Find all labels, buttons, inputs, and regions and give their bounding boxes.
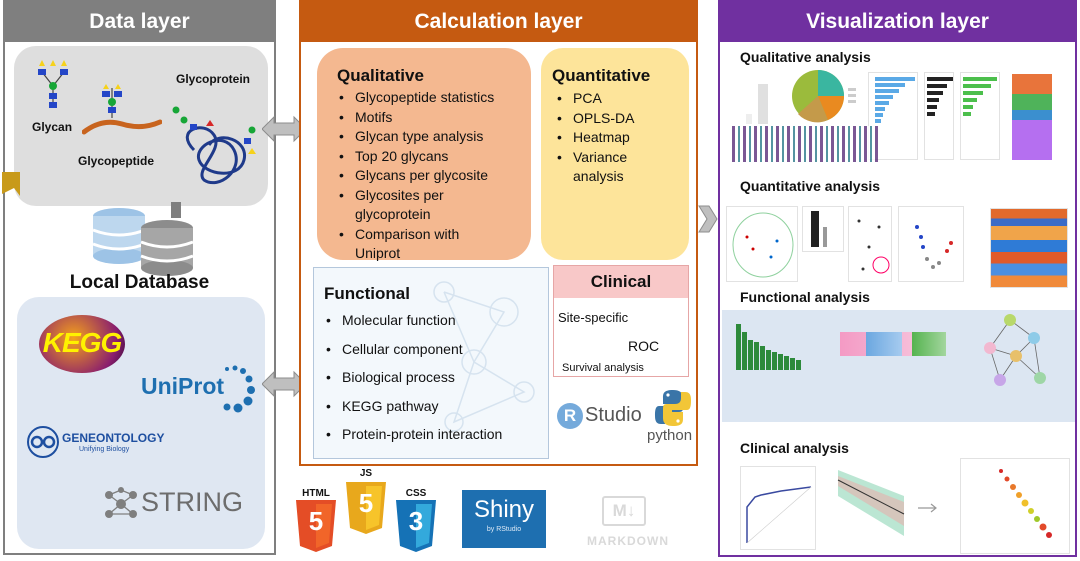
clin-survival-thumbnail (837, 470, 905, 536)
list-item: Motifs (333, 108, 529, 128)
chevron-right-icon (698, 205, 718, 233)
double-arrow-top-icon (262, 115, 306, 143)
site-specific-label: Site-specific (558, 310, 629, 325)
glycoprotein-label: Glycoprotein (176, 72, 251, 86)
css3-shield-icon (396, 500, 436, 552)
clinical-box: Clinical Site-specific ROC Survival anal… (553, 265, 689, 377)
qual-hbar-green-thumbnail (960, 72, 1000, 160)
kegg-text: KEGG (42, 327, 122, 358)
list-item: Glycosites per glycoprotein (333, 186, 478, 225)
html-label: HTML (302, 488, 330, 499)
functional-title: Functional (324, 284, 410, 303)
qualitative-box: Qualitative Glycopeptide statistics Moti… (317, 48, 531, 261)
list-item: Glycopeptide statistics (333, 88, 529, 108)
list-item: Glycan type analysis (333, 127, 529, 147)
js-number: 5 (358, 488, 374, 518)
func-blue-bar-thumbnail (866, 332, 902, 356)
double-arrow-bottom-icon (262, 370, 306, 398)
func-bar-thumbnail (736, 320, 812, 370)
list-item: Cellular component (320, 335, 546, 364)
list-item: Glycans per glycosite (333, 166, 529, 186)
rstudio-r-icon: R (557, 403, 583, 429)
functional-box: Functional Molecular function Cellular c… (313, 267, 549, 459)
qual-motif-logo-thumbnail (732, 126, 878, 162)
clin-arrow-icon (918, 503, 937, 513)
list-item: KEGG pathway (320, 392, 546, 421)
roc-label: ROC (628, 338, 660, 354)
qualitative-analysis-title: Qualitative analysis (740, 49, 871, 65)
list-item: Top 20 glycans (333, 147, 529, 167)
func-green-bar-thumbnail (912, 332, 946, 356)
survival-analysis-label: Survival analysis (562, 362, 644, 374)
quantitative-box: Quantitative PCA OPLS-DA Heatmap Varianc… (541, 48, 689, 260)
glycan-structures-box: Glycan Glycopeptide Glycoprotein (14, 46, 268, 206)
local-database-title: Local Database (69, 272, 210, 293)
quant-bar-thumbnail (802, 206, 844, 252)
qual-stacked-bar-thumbnail (1012, 74, 1052, 160)
clin-dotplot-thumbnail (960, 458, 1070, 554)
html5-shield-icon (296, 500, 336, 552)
shiny-text: Shiny (473, 496, 535, 523)
uniprot-logo: UniProt (141, 373, 225, 399)
data-layer-header: Data layer (5, 2, 274, 42)
js-label: JS (359, 468, 373, 479)
list-item: Molecular function (320, 306, 546, 335)
python-logo: python (647, 427, 693, 444)
string-network-icon (105, 487, 137, 518)
clinical-analysis-title: Clinical analysis (740, 440, 849, 456)
qual-pie-thumbnail (792, 70, 856, 123)
clinical-title: Clinical (554, 266, 688, 298)
clin-roc-thumbnail (740, 466, 816, 550)
quantitative-analysis-title: Quantitative analysis (740, 178, 881, 194)
list-item: Comparison with Uniprot (333, 225, 478, 264)
functional-analysis-title: Functional analysis (740, 289, 870, 305)
geneontology-subtext: Unifying Biology (79, 446, 130, 453)
html5-number: 5 (308, 506, 324, 536)
list-item: PCA (551, 89, 681, 109)
list-item: OPLS-DA (551, 109, 681, 129)
uniprot-dots-icon (223, 365, 255, 413)
qual-hbar-black-thumbnail (924, 72, 954, 160)
shiny-logo: Shiny by RStudio (462, 490, 546, 548)
quant-heatmap-thumbnail (990, 208, 1068, 288)
list-item: Heatmap (551, 128, 681, 148)
shiny-subtext: by RStudio (486, 526, 522, 533)
quant-pca-thumbnail (726, 206, 798, 282)
geneontology-icon (27, 426, 59, 458)
quant-volcano-thumbnail (898, 206, 964, 282)
rstudio-logo: Studio (585, 404, 642, 426)
data-layer-panel: Data layer Glycan Glycopeptide Glycoprot… (2, 0, 276, 555)
database-icon (92, 202, 194, 276)
calculation-layer-header: Calculation layer (301, 2, 696, 42)
quant-scatter-thumbnail (848, 206, 892, 282)
qualitative-title: Qualitative (337, 66, 424, 85)
markdown-icon: M↓ (602, 496, 646, 526)
left-arrow-tab-icon (2, 172, 20, 196)
list-item: Biological process (320, 363, 546, 392)
kegg-logo: KEGG (39, 315, 125, 373)
css3-number: 3 (408, 506, 424, 536)
database-logos-box: KEGG UniProt GENEONTOLOGY Unifying Biolo… (17, 297, 265, 549)
glycopeptide-icon (82, 84, 162, 135)
geneontology-text: GENEONTOLOGY (62, 431, 165, 445)
glycan-label: Glycan (32, 120, 73, 134)
list-item: Protein-protein interaction (320, 420, 546, 449)
list-item: Variance analysis (551, 148, 633, 187)
glycopeptide-label: Glycopeptide (78, 154, 155, 168)
visualization-layer-header: Visualization layer (720, 2, 1075, 42)
visualization-layer-panel: Visualization layer Qualitative analysis (718, 0, 1077, 557)
qual-bar-thumbnail (732, 78, 780, 126)
qual-hbar-blue-thumbnail (868, 72, 918, 160)
markdown-text: MARKDOWN (587, 534, 669, 548)
func-network-thumbnail (984, 314, 1046, 386)
js-shield-icon (346, 482, 386, 534)
glycan-icon (38, 60, 68, 108)
string-logo: STRING (141, 487, 244, 517)
glycoprotein-icon (172, 106, 256, 185)
css-label: CSS (405, 488, 427, 499)
python-icon (655, 390, 691, 426)
calculation-layer-panel: Calculation layer Qualitative Glycopepti… (299, 0, 698, 466)
quantitative-title: Quantitative (552, 66, 651, 85)
